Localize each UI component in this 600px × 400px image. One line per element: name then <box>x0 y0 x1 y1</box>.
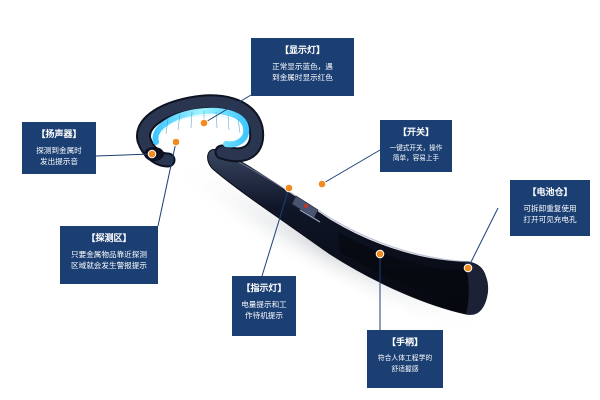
marker-speaker <box>147 149 157 159</box>
callout-title: 【探测区】 <box>86 234 132 244</box>
callout-indicator: 【指示灯】 电量提示和工 作待机提示 <box>232 276 296 336</box>
marker-switch <box>317 179 327 189</box>
callout-speaker: 【扬声器】 探测到金属时 发出提示音 <box>22 122 96 174</box>
leader-display-light <box>203 94 252 124</box>
marker-indicator <box>284 183 294 193</box>
callout-text: 电量提示和工 作待机提示 <box>241 300 287 320</box>
callout-switch: 【开关】 一键式开关，操作 简单，容易上手 <box>380 120 452 172</box>
callout-title: 【开关】 <box>397 128 434 138</box>
callout-text: 可拆卸重复使用 打开可见充电孔 <box>523 204 577 224</box>
callout-text: 探测到金属时 发出提示音 <box>36 146 82 166</box>
markers <box>147 118 473 273</box>
callout-title: 【指示灯】 <box>241 284 287 294</box>
callout-battery: 【电池仓】 可拆卸重复使用 打开可见充电孔 <box>510 180 590 236</box>
callout-handle: 【手柄】 符合人体工程学的 舒适握感 <box>367 330 443 388</box>
detector-wand <box>207 148 489 315</box>
leader-lines <box>95 94 499 330</box>
leader-speaker <box>95 153 153 157</box>
leader-indicator <box>261 187 290 277</box>
callout-text: 符合人体工程学的 舒适握感 <box>377 354 433 373</box>
callout-title: 【显示灯】 <box>279 46 325 56</box>
callout-text: 一键式开关，操作 简单，容易上手 <box>389 144 443 162</box>
callout-title: 【扬声器】 <box>36 130 82 140</box>
callout-detect-zone: 【探测区】 只要金属物品靠近探测 区域就会发生警报提示 <box>60 226 158 284</box>
leader-detect-zone <box>157 141 177 227</box>
callout-title: 【手柄】 <box>386 338 423 348</box>
callout-title: 【电池仓】 <box>527 188 573 198</box>
marker-handle <box>375 249 385 259</box>
callout-display-light: 【显示灯】 正常显示蓝色，遇 到金属时显示红色 <box>251 38 354 96</box>
leader-switch <box>321 149 381 185</box>
marker-display-light <box>199 118 209 128</box>
callout-text: 正常显示蓝色，遇 到金属时显示红色 <box>272 62 333 82</box>
marker-detect-zone <box>171 137 181 147</box>
callout-text: 只要金属物品靠近探测 区域就会发生警报提示 <box>71 250 147 270</box>
detection-loop <box>136 94 265 168</box>
marker-battery <box>463 263 473 273</box>
leader-battery <box>467 207 499 269</box>
